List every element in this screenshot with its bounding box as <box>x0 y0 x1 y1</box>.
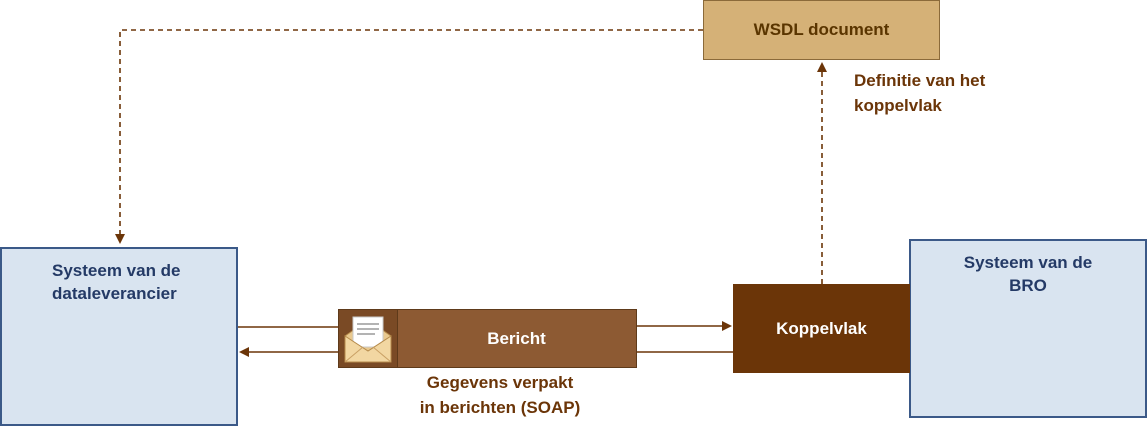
wsdl-document-label: WSDL document <box>753 20 890 39</box>
envelope-icon <box>344 316 392 363</box>
definition-caption-line-2: koppelvlak <box>854 96 942 115</box>
supplier-system-box: Systeem van de dataleverancier <box>0 247 238 426</box>
soap-caption-line-1: Gegevens verpakt <box>426 373 574 392</box>
koppelvlak-label: Koppelvlak <box>776 318 867 338</box>
bro-system-box: Systeem van de BRO <box>909 239 1147 418</box>
dashed-arrow-wsdl-to-supplier <box>115 29 703 244</box>
bro-system-label-line-1: Systeem van de <box>963 253 1093 272</box>
wsdl-document-box: WSDL document <box>703 0 940 60</box>
soap-caption-line-2: in berichten (SOAP) <box>419 398 581 417</box>
supplier-system-label-line-1: Systeem van de <box>52 261 181 280</box>
koppelvlak-box: Koppelvlak <box>733 284 910 373</box>
bericht-box: Bericht <box>338 309 637 368</box>
definition-caption-line-1: Definitie van het <box>854 71 986 90</box>
soap-caption: Gegevens verpakt in berichten (SOAP) <box>400 370 600 420</box>
bericht-label: Bericht <box>487 328 546 348</box>
definition-caption: Definitie van het koppelvlak <box>854 68 985 118</box>
bericht-icon-cell <box>339 310 398 367</box>
supplier-system-label-line-2: dataleverancier <box>52 284 177 303</box>
bro-system-label-line-2: BRO <box>1009 276 1047 295</box>
